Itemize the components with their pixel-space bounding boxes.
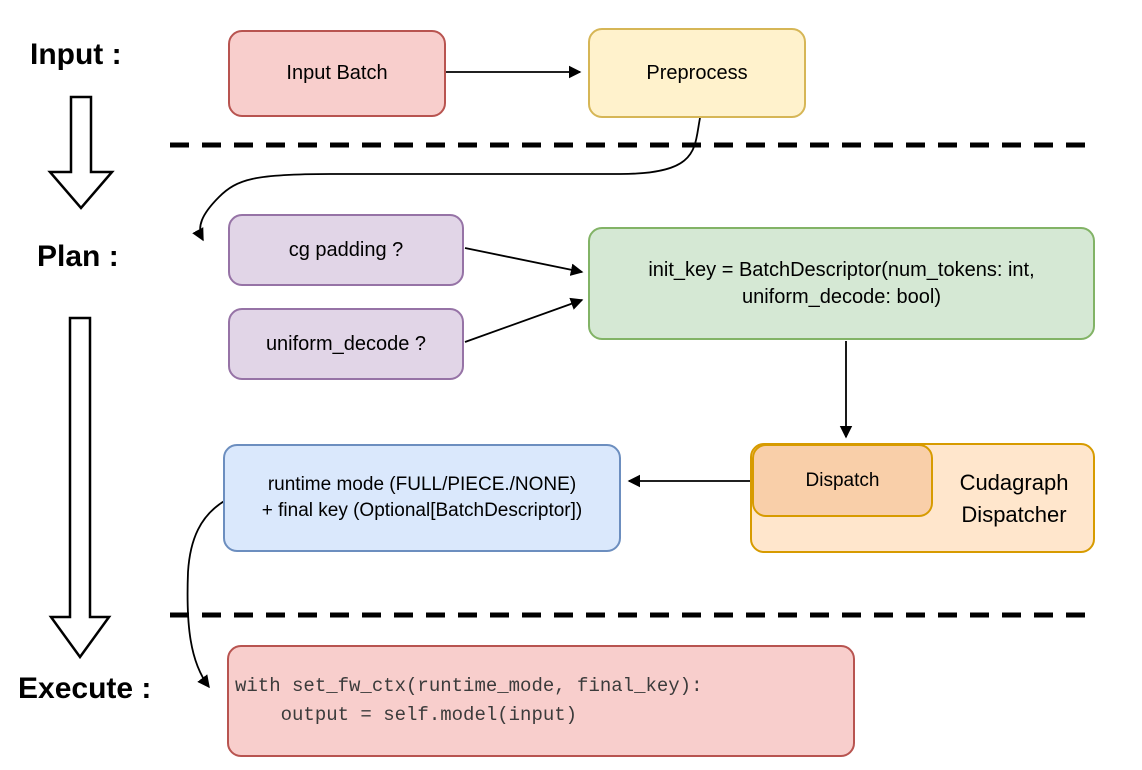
section-label-plan: Plan : <box>37 240 119 273</box>
node-runtime-mode-line1: runtime mode (FULL/PIECE./NONE) <box>267 474 577 496</box>
arrow-runtime-mode-to-execute-code <box>186 499 227 689</box>
node-input-batch-label: Input Batch <box>286 62 388 84</box>
node-cg-padding-label: cg padding ? <box>288 238 404 261</box>
down-arrow-plan-to-execute <box>48 316 112 660</box>
arrow-preprocess-to-cg-padding <box>192 117 701 242</box>
node-execute-code: with set_fw_ctx(runtime_mode, final_key)… <box>227 645 855 757</box>
section-label-input: Input : <box>30 38 122 71</box>
node-dispatch-label: Dispatch <box>805 469 880 491</box>
node-init-key: init_key = BatchDescriptor(num_tokens: i… <box>588 227 1095 340</box>
down-arrow-input-to-plan <box>47 95 115 210</box>
arrow-uniform-decode-to-init-key <box>464 297 584 343</box>
cudagraph-label-line2: Dispatcher <box>961 502 1067 527</box>
node-init-key-line2: uniform_decode: bool) <box>741 285 941 308</box>
execute-code-line1: with set_fw_ctx(runtime_mode, final_key)… <box>235 674 703 697</box>
node-cg-padding: cg padding ? <box>228 214 464 286</box>
node-input-batch: Input Batch <box>228 30 446 117</box>
node-preprocess: Preprocess <box>588 28 806 118</box>
section-label-execute: Execute : <box>18 672 152 705</box>
node-preprocess-label: Preprocess <box>646 61 748 84</box>
node-dispatch: Dispatch <box>752 444 933 517</box>
arrow-cg-padding-to-init-key <box>464 247 584 276</box>
node-init-key-line1: init_key = BatchDescriptor(num_tokens: i… <box>648 258 1035 281</box>
node-runtime-mode: runtime mode (FULL/PIECE./NONE) + final … <box>223 444 621 552</box>
node-runtime-mode-line2: + final key (Optional[BatchDescriptor]) <box>261 500 583 521</box>
cudagraph-label-line1: Cudagraph <box>959 470 1069 496</box>
node-cudagraph-dispatcher-label: Cudagraph Dispatcher <box>935 463 1093 535</box>
node-uniform-decode: uniform_decode ? <box>228 308 464 380</box>
node-uniform-decode-label: uniform_decode ? <box>265 332 427 355</box>
execute-code-line2: output = self.model(input) <box>235 704 578 726</box>
